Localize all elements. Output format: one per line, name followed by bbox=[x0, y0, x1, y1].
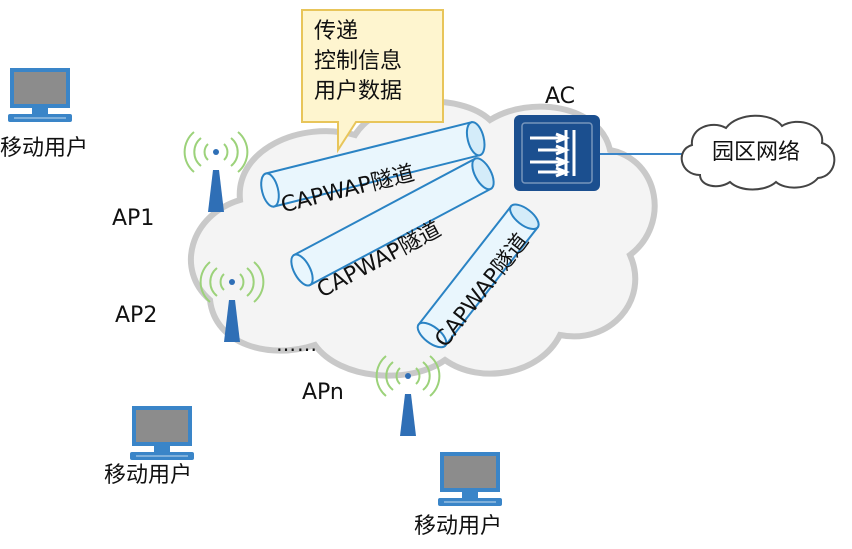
callout-line: 传递 bbox=[314, 19, 359, 44]
mobile-user-label: 移动用户 bbox=[0, 136, 89, 161]
capwap-tunnel-2 bbox=[290, 157, 495, 287]
computer-icon bbox=[438, 452, 502, 506]
capwap-tunnel-1 bbox=[260, 121, 486, 208]
ap2-antenna-icon bbox=[199, 261, 265, 342]
campus-network-cloud bbox=[680, 114, 836, 191]
ac-label: AC bbox=[545, 84, 576, 109]
ap1-label: AP1 bbox=[112, 206, 155, 231]
ac-controller-icon bbox=[514, 115, 600, 191]
callout-line: 用户数据 bbox=[314, 79, 403, 104]
apn-label: APn bbox=[302, 380, 344, 405]
computer-icon bbox=[8, 68, 72, 122]
callout-box bbox=[301, 9, 444, 154]
ellipsis: …… bbox=[276, 332, 318, 356]
campus-network-label: 园区网络 bbox=[712, 140, 801, 165]
callout-text: 传递 控制信息 用户数据 bbox=[314, 17, 402, 107]
capwap-tunnel-3 bbox=[416, 203, 540, 349]
apn-antenna-icon bbox=[375, 355, 441, 436]
computer-icon bbox=[130, 406, 194, 460]
callout-line: 控制信息 bbox=[314, 49, 403, 74]
mobile-user-label: 移动用户 bbox=[104, 463, 193, 488]
ap1-antenna-icon bbox=[183, 131, 249, 212]
ap2-label: AP2 bbox=[115, 303, 158, 328]
mobile-user-label: 移动用户 bbox=[414, 514, 503, 539]
